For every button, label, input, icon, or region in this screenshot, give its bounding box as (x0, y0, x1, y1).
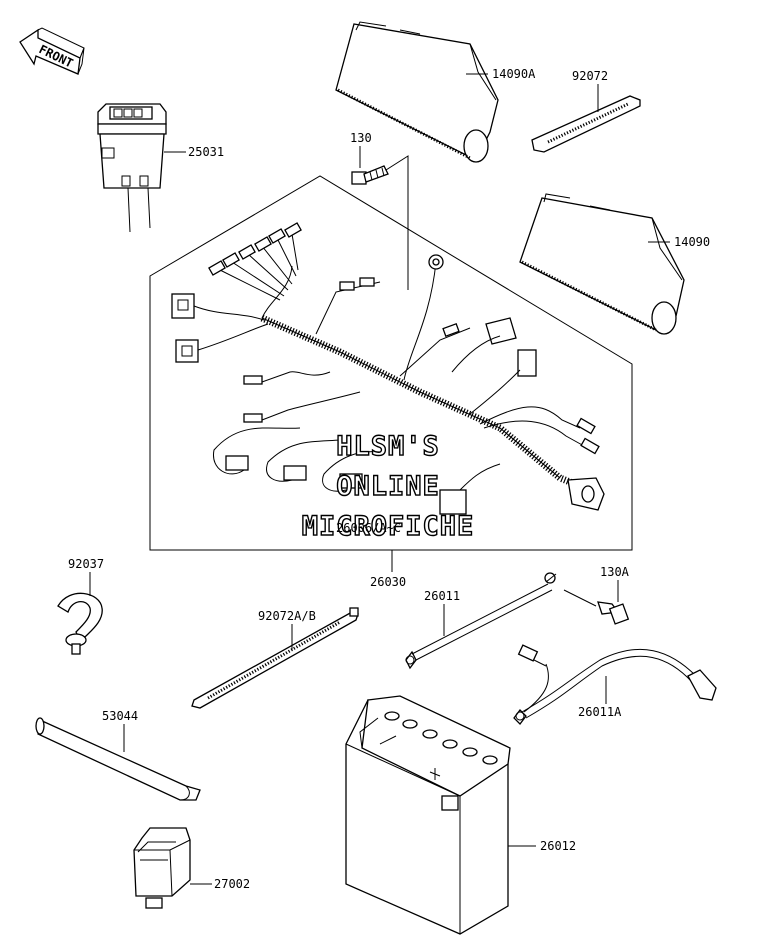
label-26012: 26012 (540, 839, 576, 853)
bolt-130a (563, 589, 630, 625)
watermark-line2: ONLINE (336, 471, 440, 502)
meter-25031 (97, 103, 167, 233)
label-27002: 27002 (214, 877, 250, 891)
label-92037: 92037 (68, 557, 104, 571)
bolt-130 (351, 165, 389, 185)
front-arrow-icon: FRONT (19, 27, 85, 75)
label-92072ab: 92072A/B (258, 609, 316, 623)
harness-frame (149, 175, 633, 551)
watermark-line3: MICROFICHE (302, 511, 475, 542)
clamp-92037 (57, 592, 103, 655)
label-53044: 53044 (102, 709, 138, 723)
harness-26006 (171, 222, 605, 515)
label-92072: 92072 (572, 69, 608, 83)
label-26011: 26011 (424, 589, 460, 603)
cover-14090 (519, 193, 685, 335)
label-26011a: 26011A (578, 705, 622, 719)
watermark: HLSM'S ONLINE MICROFICHE (301, 430, 475, 542)
label-14090a: 14090A (492, 67, 536, 81)
cover-14090a (335, 21, 499, 163)
label-26030: 26030 (370, 575, 406, 589)
battery-26012 (345, 695, 511, 935)
leader-130-wire (385, 155, 409, 290)
label-26006: 26006/A~C (336, 521, 401, 535)
tube-53044 (35, 717, 201, 801)
label-130a: 130A (600, 565, 630, 579)
label-25031: 25031 (188, 145, 224, 159)
tie-92072ab (191, 607, 359, 709)
cable-26011 (405, 572, 557, 670)
watermark-line1: HLSM'S (336, 431, 440, 462)
cable-26011a (513, 644, 717, 725)
band-92072 (531, 95, 641, 153)
label-14090: 14090 (674, 235, 710, 249)
label-130: 130 (350, 131, 372, 145)
relay-27002 (133, 827, 191, 909)
